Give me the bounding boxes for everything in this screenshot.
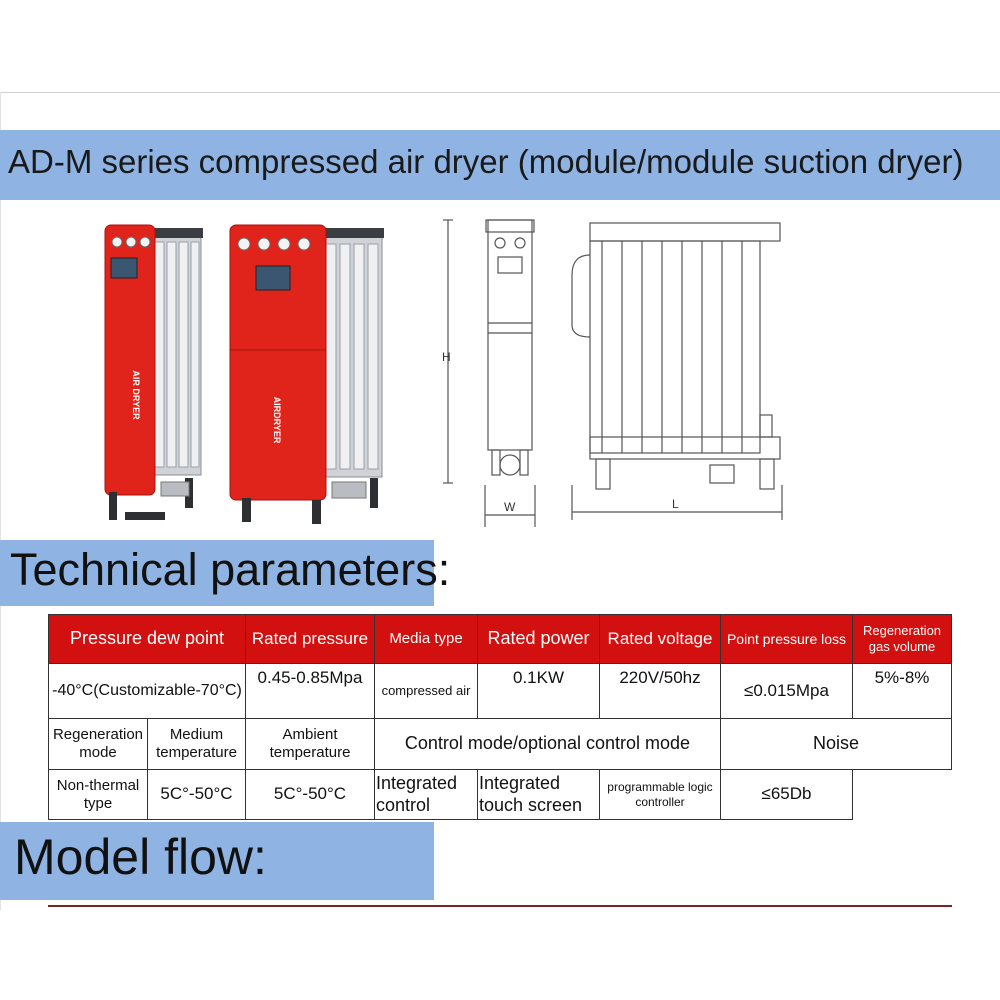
dryer-label-front: AIR DRYER: [131, 370, 141, 420]
dryer-photo-angled: AIRDRYER: [229, 224, 384, 524]
table-cell: ≤65Db: [720, 769, 853, 820]
table-cell: Regeneration mode: [49, 719, 148, 769]
left-divider: [0, 92, 1, 910]
table-cell: Non-thermal type: [49, 770, 148, 819]
table-row: Regeneration mode Medium temperature Amb…: [48, 718, 952, 770]
table-cell: Integrated touch screen: [477, 769, 600, 820]
table-cell: Noise: [720, 718, 952, 770]
table-cell: ≤0.015Mpa: [720, 663, 853, 719]
bottom-rule: [48, 905, 952, 907]
table-row: -40°C(Customizable-70°C) 0.45-0.85Mpa co…: [48, 663, 952, 719]
header-cell: Regeneration gas volume: [852, 614, 952, 664]
technical-parameters-heading: Technical parameters:: [10, 544, 451, 595]
drawing-side-view: L: [571, 222, 783, 520]
table-cell: Ambient temperature: [245, 718, 375, 770]
header-cell: Rated pressure: [245, 614, 375, 664]
header-cell: Point pressure loss: [720, 614, 853, 664]
table-cell-split: Regeneration mode Medium temperature: [48, 718, 246, 770]
drawing-front-view: H W: [442, 219, 536, 527]
table-cell: Control mode/optional control mode: [374, 718, 721, 770]
dimension-h-label: H: [442, 350, 451, 364]
table-cell: 5C°-50°C: [245, 769, 375, 820]
table-row: Non-thermal type 5C°-50°C 5C°-50°C Integ…: [48, 769, 952, 820]
table-cell: programmable logic controller: [599, 769, 721, 820]
dimension-l-label: L: [672, 497, 679, 511]
page-title: AD-M series compressed air dryer (module…: [8, 143, 964, 180]
header-cell: Pressure dew point: [48, 614, 246, 664]
table-cell: 220V/50hz: [599, 663, 721, 719]
dimension-w-label: W: [504, 500, 516, 514]
header-cell: Media type: [374, 614, 478, 664]
dryer-photo-front: AIR DRYER: [104, 224, 203, 520]
table-cell: compressed air: [374, 663, 478, 719]
technical-parameters-table: Pressure dew point Rated pressure Media …: [48, 614, 952, 820]
title-banner: AD-M series compressed air dryer (module…: [0, 130, 1000, 200]
table-cell: Integrated control: [374, 769, 478, 820]
table-cell-split: Non-thermal type 5C°-50°C: [48, 769, 246, 820]
model-flow-heading: Model flow:: [14, 829, 267, 885]
header-cell: Rated power: [477, 614, 600, 664]
table-cell: 5%-8%: [852, 663, 952, 719]
table-header-row: Pressure dew point Rated pressure Media …: [48, 614, 952, 664]
table-cell: 0.45-0.85Mpa: [245, 663, 375, 719]
technical-parameters-banner: Technical parameters:: [0, 540, 450, 606]
table-cell: -40°C(Customizable-70°C): [48, 663, 246, 719]
table-cell: 0.1KW: [477, 663, 600, 719]
top-divider: [0, 92, 1000, 93]
header-cell: Rated voltage: [599, 614, 721, 664]
dryer-label-side: AIRDRYER: [272, 397, 282, 444]
model-flow-banner: Model flow:: [0, 822, 434, 900]
table-cell: 5C°-50°C: [160, 784, 233, 804]
table-cell: Medium temperature: [156, 726, 237, 761]
